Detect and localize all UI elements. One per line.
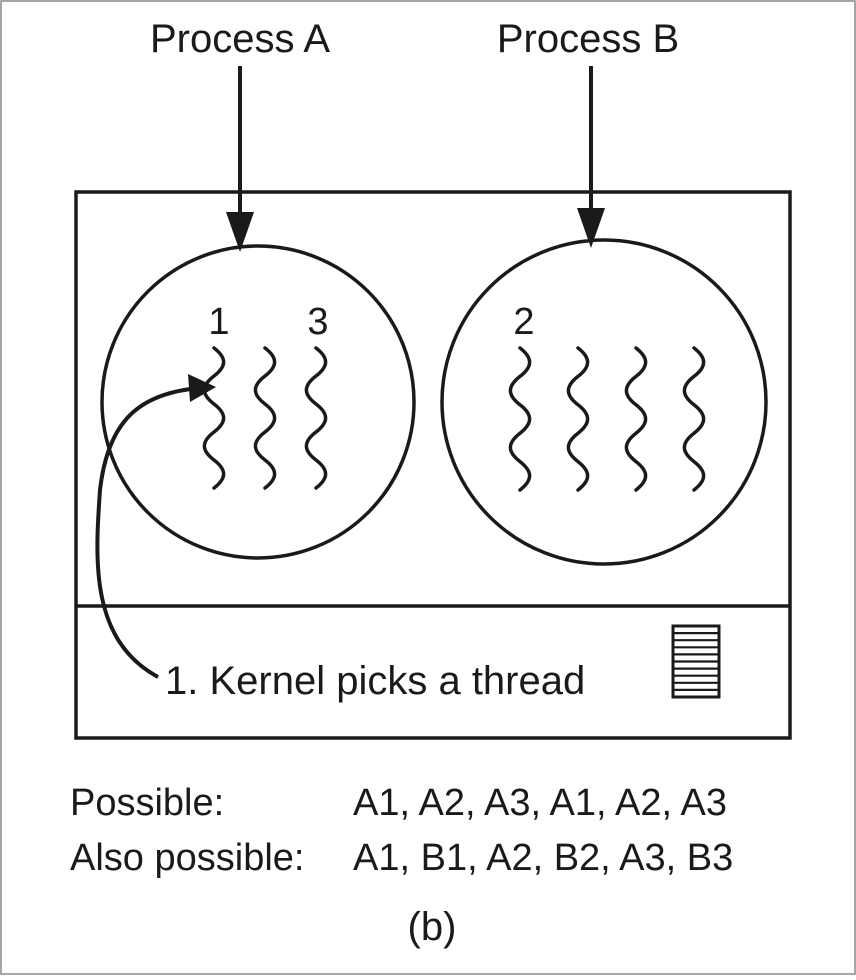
run-queue-icon — [671, 624, 721, 699]
also-possible-sequence: A1, B1, A2, B2, A3, B3 — [353, 837, 733, 879]
possible-label: Possible: — [70, 782, 224, 824]
process-b-thread-1 — [508, 346, 532, 492]
kernel-pick-arrowhead — [188, 374, 216, 402]
process-a-thread-3 — [304, 346, 328, 490]
thread-number-a1: 1 — [208, 301, 229, 343]
process-b-thread-2 — [566, 346, 590, 492]
also-possible-label: Also possible: — [70, 837, 304, 879]
process-a-thread-1 — [202, 346, 226, 490]
process-b-label: Process B — [497, 17, 679, 61]
process-a-circle — [100, 244, 416, 560]
process-a-label: Process A — [150, 17, 330, 61]
process-a-thread-2 — [253, 346, 277, 490]
kernel-pick-arrow — [95, 386, 201, 679]
process-a-arrow — [226, 66, 254, 252]
process-a-threads — [202, 346, 328, 490]
process-b-circle — [440, 238, 768, 566]
possible-sequence: A1, A2, A3, A1, A2, A3 — [353, 782, 727, 824]
process-b-thread-4 — [682, 346, 706, 492]
process-b-arrow — [577, 66, 605, 248]
process-b-thread-3 — [624, 346, 648, 492]
kernel-label: 1. Kernel picks a thread — [165, 659, 585, 703]
process-b-threads — [508, 346, 706, 492]
thread-number-a3: 3 — [307, 301, 328, 343]
thread-number-b2: 2 — [513, 301, 534, 343]
figure-caption: (b) — [408, 905, 457, 949]
system-box — [74, 190, 792, 740]
